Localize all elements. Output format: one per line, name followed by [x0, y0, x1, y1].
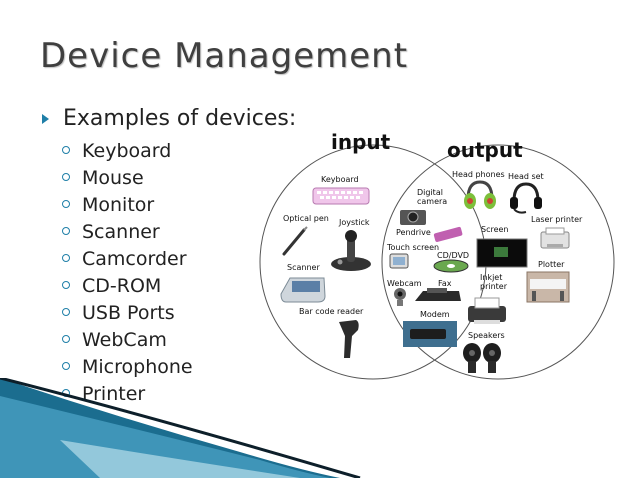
- list-item: Camcorder: [62, 246, 193, 273]
- webcam-icon: [394, 288, 406, 306]
- head-set-label: Head set: [508, 172, 544, 181]
- circle-bullet-icon: [62, 226, 70, 235]
- screen-label: Screen: [481, 225, 509, 234]
- list-item: WebCam: [62, 327, 193, 354]
- decorative-wave: [0, 378, 361, 478]
- optical-pen-label: Optical pen: [283, 214, 329, 223]
- laser-printer-label: Laser printer: [531, 215, 583, 224]
- head-set-icon: [510, 182, 542, 214]
- output-label: output: [447, 138, 523, 162]
- circle-bullet-icon: [62, 361, 70, 370]
- inkjet-label-2: printer: [480, 282, 508, 291]
- list-item: Monitor: [62, 192, 193, 219]
- intro-line: Examples of devices:: [42, 106, 296, 131]
- plotter-icon: [526, 271, 570, 303]
- head-phones-icon: [464, 180, 496, 209]
- scanner-icon: [280, 277, 326, 303]
- inkjet-printer-icon: [468, 297, 506, 324]
- joystick-icon: [331, 230, 371, 271]
- input-label: input: [331, 130, 391, 154]
- circle-bullet-icon: [62, 307, 70, 316]
- digital-camera-label-1: Digital: [417, 188, 443, 197]
- keyboard-icon: [312, 187, 370, 205]
- fax-label: Fax: [438, 279, 452, 288]
- fax-icon: [415, 288, 461, 301]
- circle-bullet-icon: [62, 280, 70, 289]
- slide-title: Device Management: [40, 36, 409, 76]
- list-item: Mouse: [62, 165, 193, 192]
- cd-dvd-icon: [433, 259, 469, 273]
- scanner-label: Scanner: [287, 263, 320, 272]
- list-item: USB Ports: [62, 300, 193, 327]
- circle-bullet-icon: [62, 199, 70, 208]
- list-item: Scanner: [62, 219, 193, 246]
- list-item: Microphone: [62, 354, 193, 381]
- keyboard-label: Keyboard: [321, 175, 359, 184]
- speakers-label: Speakers: [468, 331, 505, 340]
- modem-icon: [403, 321, 457, 347]
- webcam-label: Webcam: [387, 279, 422, 288]
- touch-screen-label: Touch screen: [387, 243, 440, 252]
- laser-printer-icon: [540, 227, 570, 249]
- list-item: Keyboard: [62, 138, 193, 165]
- digital-camera-label-2: camera: [417, 197, 448, 206]
- touch-screen-icon: [389, 253, 409, 269]
- cd-dvd-label: CD/DVD: [437, 251, 470, 260]
- screen-icon: [476, 238, 528, 268]
- circle-bullet-icon: [62, 253, 70, 262]
- plotter-label: Plotter: [538, 260, 565, 269]
- circle-bullet-icon: [62, 334, 70, 343]
- bar-code-label: Bar code reader: [299, 307, 364, 316]
- head-phones-label: Head phones: [452, 170, 505, 179]
- circle-bullet-icon: [62, 145, 70, 154]
- digital-camera-icon: [400, 210, 426, 225]
- list-item: CD-ROM: [62, 273, 193, 300]
- inkjet-label-1: Inkjet: [480, 273, 503, 282]
- arrow-bullet-icon: [42, 114, 49, 124]
- pendrive-icon: [433, 226, 463, 243]
- pendrive-label: Pendrive: [396, 228, 431, 237]
- circle-bullet-icon: [62, 172, 70, 181]
- modem-label: Modem: [420, 310, 450, 319]
- intro-text: Examples of devices:: [63, 106, 297, 131]
- device-list: Keyboard Mouse Monitor Scanner Camcorder…: [62, 138, 193, 408]
- joystick-label: Joystick: [339, 218, 370, 227]
- optical-pen-icon: [282, 226, 308, 256]
- speakers-icon: [463, 343, 501, 373]
- bar-code-reader-icon: [339, 320, 359, 358]
